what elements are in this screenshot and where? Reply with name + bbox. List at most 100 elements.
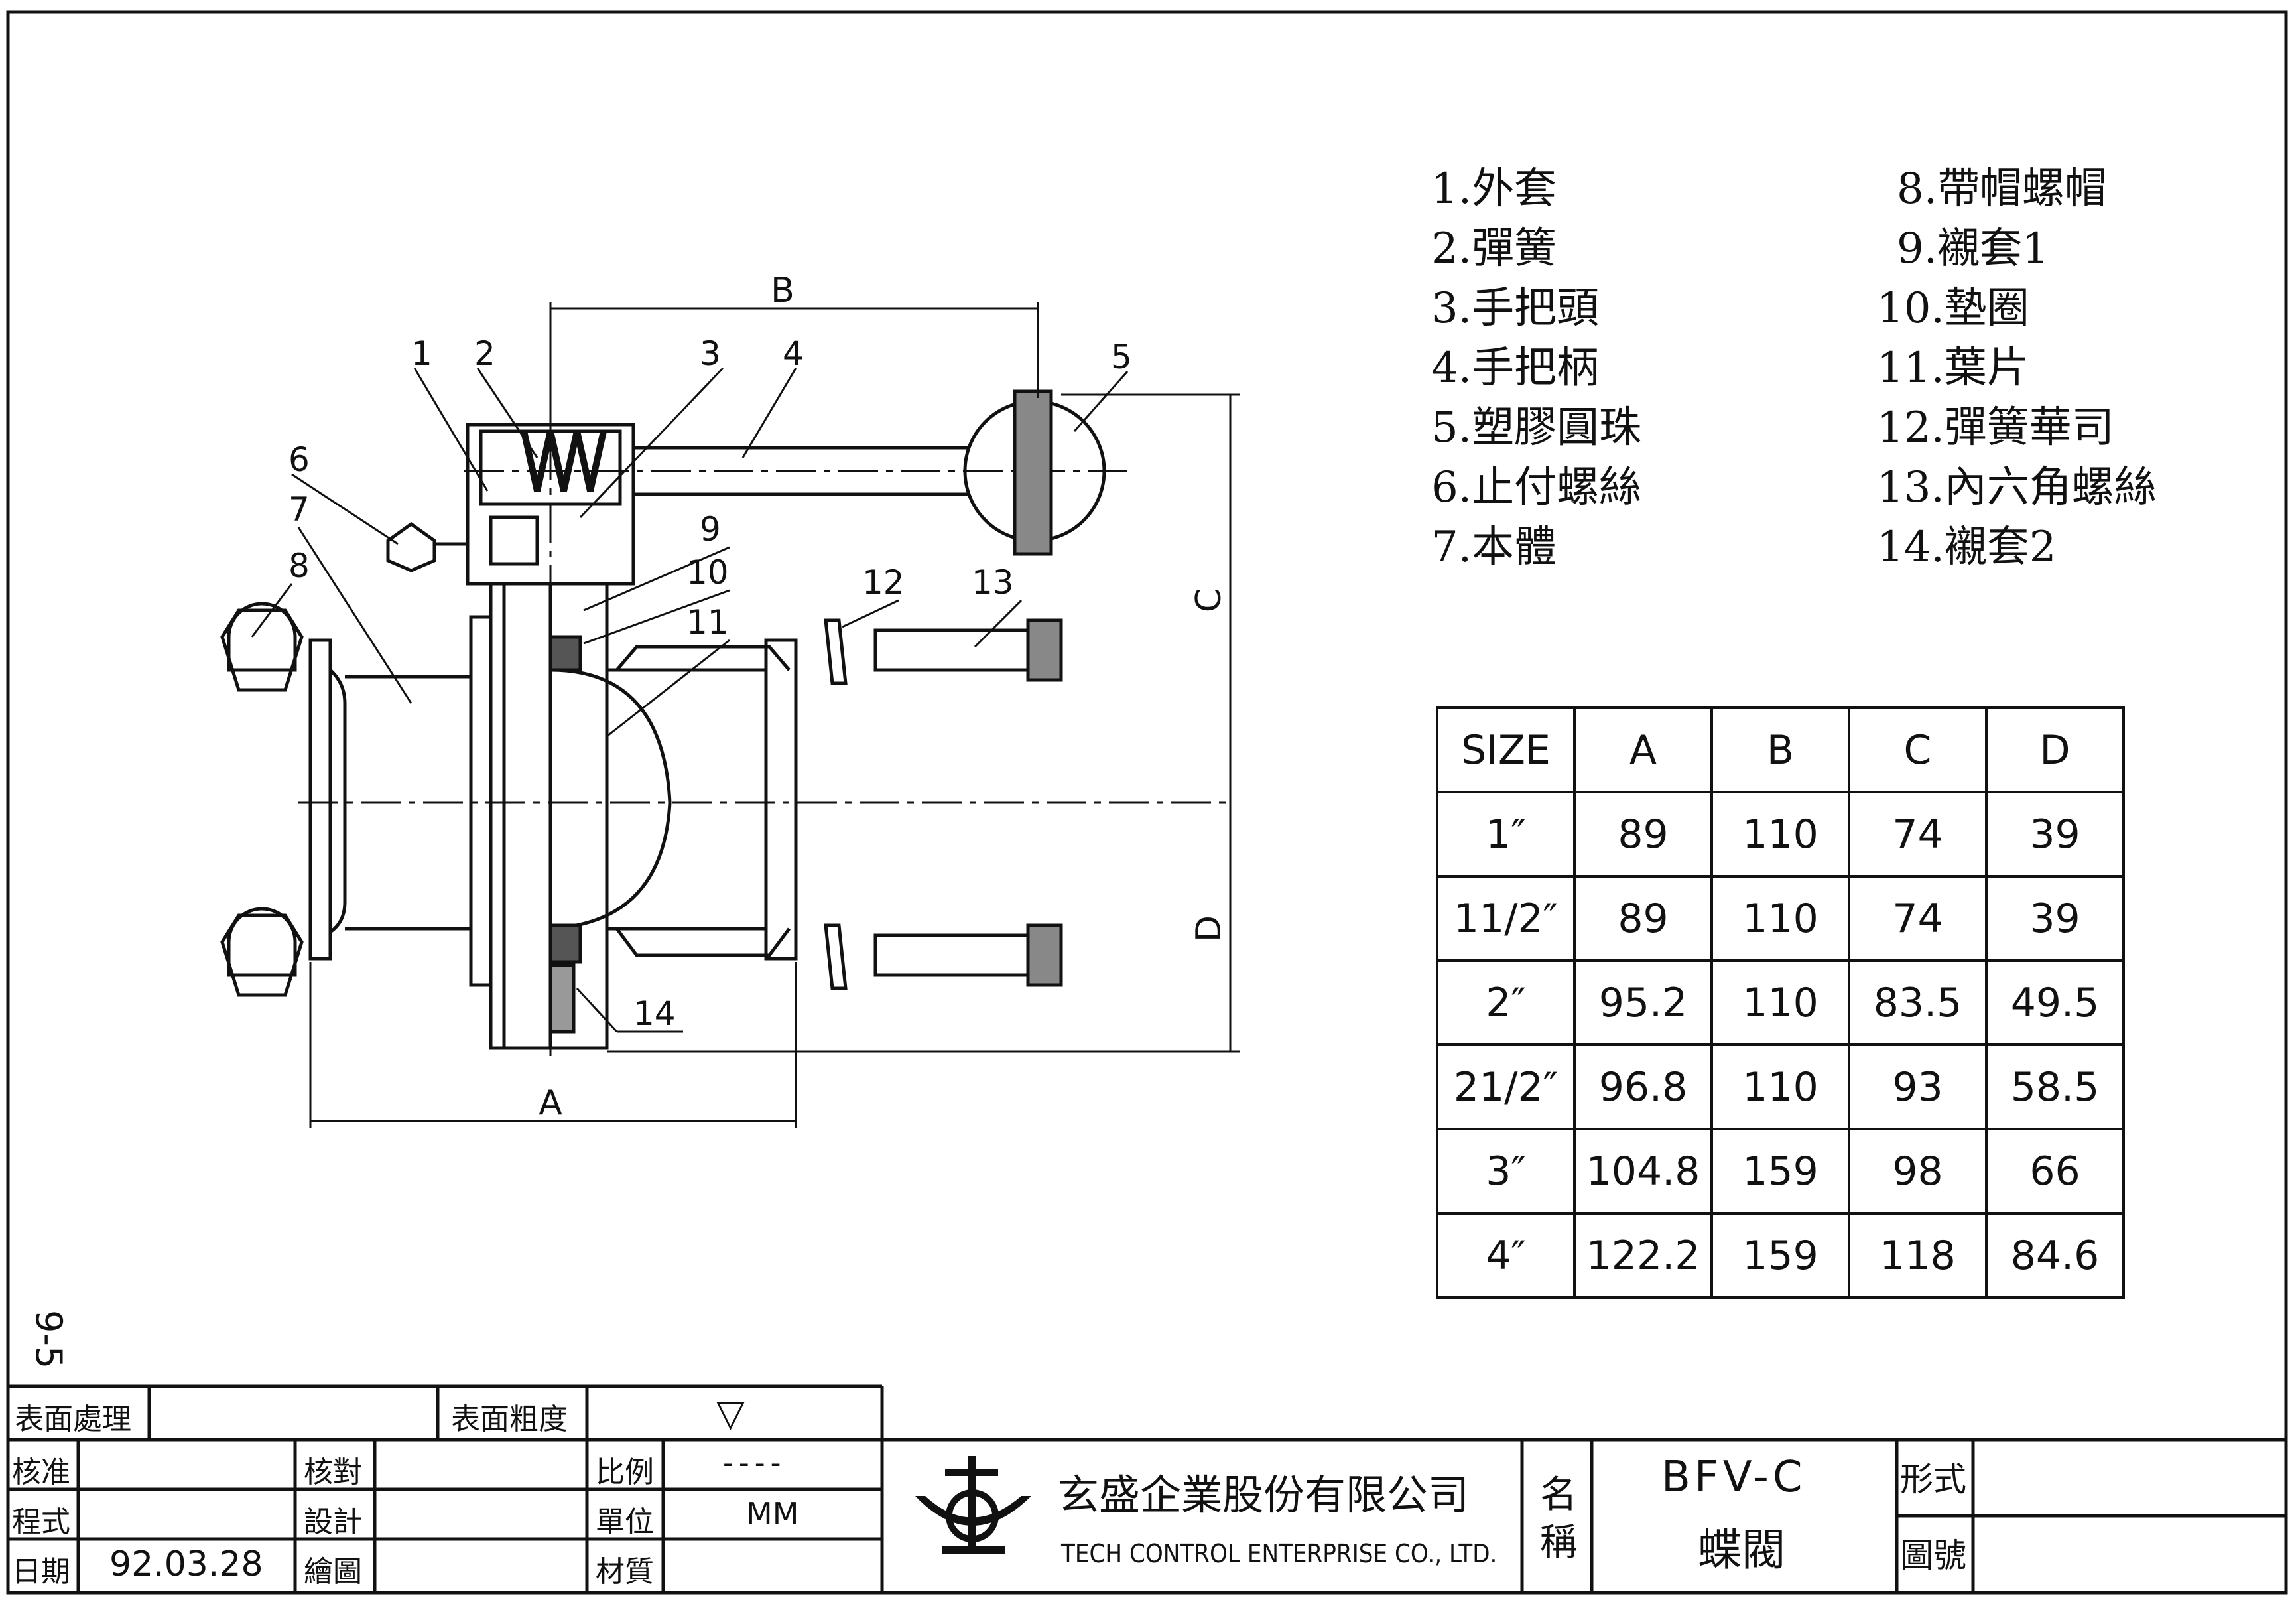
cell-d: 39 [1985, 875, 2125, 962]
table-row: 21/2″ 96.8 110 93 58.5 [1436, 1043, 2125, 1130]
design-label: 設計 [304, 1505, 362, 1539]
spring [521, 430, 607, 492]
company-name-cn: 玄盛企業股份有限公司 [1058, 1471, 1470, 1519]
cell-d: 66 [1985, 1128, 2125, 1215]
company-name-en: TECH CONTROL ENTERPRISE CO., LTD. [1061, 1539, 1498, 1568]
part-item: 11.葉片 [1877, 344, 2029, 393]
dim-c-label: C [1189, 588, 1229, 612]
surface-treatment-label: 表面處理 [15, 1402, 131, 1436]
leader-8 [251, 583, 293, 638]
cell-c: 74 [1848, 875, 1988, 962]
company-logo-icon [915, 1456, 1031, 1554]
part-item: 8.帶帽螺帽 [1897, 165, 2108, 214]
date-label: 日期 [12, 1555, 70, 1589]
leader-14 [576, 987, 618, 1033]
material-label: 材質 [596, 1555, 654, 1589]
cell-a: 122.2 [1573, 1212, 1713, 1299]
date-value: 92.03.28 [109, 1544, 263, 1584]
cell-c: 98 [1848, 1128, 1988, 1215]
cell-d: 49.5 [1985, 959, 2125, 1046]
leader-9 [583, 546, 730, 612]
cap-nut-bottom [220, 907, 304, 997]
cell-size: 1″ [1436, 791, 1576, 878]
balloon-4: 4 [783, 334, 804, 373]
table-row: 1″ 89 110 74 39 [1436, 791, 2125, 878]
cell-d: 84.6 [1985, 1212, 2125, 1299]
cell-b: 159 [1710, 1128, 1850, 1215]
header-b: B [1710, 706, 1850, 793]
dim-b-label: B [771, 271, 795, 310]
part-item: 1.外套 [1431, 165, 1557, 214]
balloon-9: 9 [700, 510, 721, 549]
parts-list-right: 8.帶帽螺帽 9.襯套1 10.墊圈 11.葉片 12.彈簧華司 13.內六角螺… [1877, 159, 2157, 577]
part-item: 6.止付螺絲 [1431, 463, 1642, 512]
cell-b: 110 [1710, 791, 1850, 878]
leader-3 [579, 367, 724, 519]
cell-d: 39 [1985, 791, 2125, 878]
spring-washer-bottom [824, 923, 848, 990]
roughness-symbol: ▽ [716, 1392, 745, 1435]
right-ferrule-top-bump [615, 645, 791, 671]
balloon-3: 3 [700, 334, 721, 373]
leader-2 [476, 368, 539, 458]
part-item: 2.彈簧 [1431, 224, 1557, 273]
header-c: C [1848, 706, 1988, 793]
leader-7 [297, 527, 413, 704]
scale-value: ---- [723, 1446, 787, 1480]
leader-5 [1073, 371, 1129, 432]
cell-c: 74 [1848, 791, 1988, 878]
left-ferrule-flange [308, 638, 332, 961]
balloon-6: 6 [288, 440, 310, 479]
part-item: 13.內六角螺絲 [1877, 463, 2157, 512]
part-item: 10.墊圈 [1877, 284, 2029, 333]
cell-c: 118 [1848, 1212, 1988, 1299]
handle-ball-knurl [1013, 389, 1053, 556]
cell-c: 93 [1848, 1043, 1988, 1130]
part-item: 7.本體 [1431, 523, 1557, 572]
cell-b: 110 [1710, 959, 1850, 1046]
cell-size: 2″ [1436, 959, 1576, 1046]
right-ferrule-flange [764, 638, 798, 961]
leader-12 [842, 599, 899, 628]
cell-a: 104.8 [1573, 1128, 1713, 1215]
cell-b: 110 [1710, 1043, 1850, 1130]
header-a: A [1573, 706, 1713, 793]
table-row: 3″ 104.8 159 98 66 [1436, 1128, 2125, 1215]
body-flange-left [469, 615, 493, 987]
table-row: 4″ 122.2 159 118 84.6 [1436, 1212, 2125, 1299]
part-item: 5.塑膠圓珠 [1431, 403, 1642, 452]
title-block-grid [8, 1384, 2286, 1593]
cell-a: 95.2 [1573, 959, 1713, 1046]
product-name: 蝶閥 [1698, 1524, 1785, 1576]
cell-c: 83.5 [1848, 959, 1988, 1046]
valve-drawing [220, 302, 1240, 1128]
scale-label: 比例 [596, 1455, 654, 1489]
balloon-2: 2 [474, 334, 495, 373]
name-label-2: 稱 [1540, 1521, 1577, 1564]
table-row: 11/2″ 89 110 74 39 [1436, 875, 2125, 962]
model-code: BFV-C [1661, 1453, 1807, 1502]
part-item: 3.手把頭 [1431, 284, 1600, 333]
cell-a: 89 [1573, 791, 1713, 878]
sheet-border [6, 10, 2288, 1595]
leader-4 [741, 368, 797, 458]
cell-size: 4″ [1436, 1212, 1576, 1299]
leader-6 [291, 473, 399, 545]
cell-size: 11/2″ [1436, 875, 1576, 962]
socket-screw-top-head [1026, 618, 1063, 682]
valve-disc [550, 668, 672, 931]
balloon-14: 14 [633, 994, 676, 1033]
unit-value: MM [746, 1496, 799, 1532]
balloon-13: 13 [972, 563, 1014, 602]
socket-screw-bottom [873, 933, 1030, 977]
socket-screw-top [873, 628, 1030, 672]
socket-screw-bottom-head [1026, 923, 1063, 987]
table-row: 2″ 95.2 110 83.5 49.5 [1436, 959, 2125, 1046]
balloon-1: 1 [411, 334, 432, 373]
cap-nut-top [220, 602, 304, 692]
right-ferrule-bottom-bump [615, 927, 791, 957]
cell-d: 58.5 [1985, 1043, 2125, 1130]
leader-13 [974, 599, 1023, 648]
name-label-1: 名 [1540, 1473, 1577, 1516]
part-item: 9.襯套1 [1897, 224, 2049, 273]
